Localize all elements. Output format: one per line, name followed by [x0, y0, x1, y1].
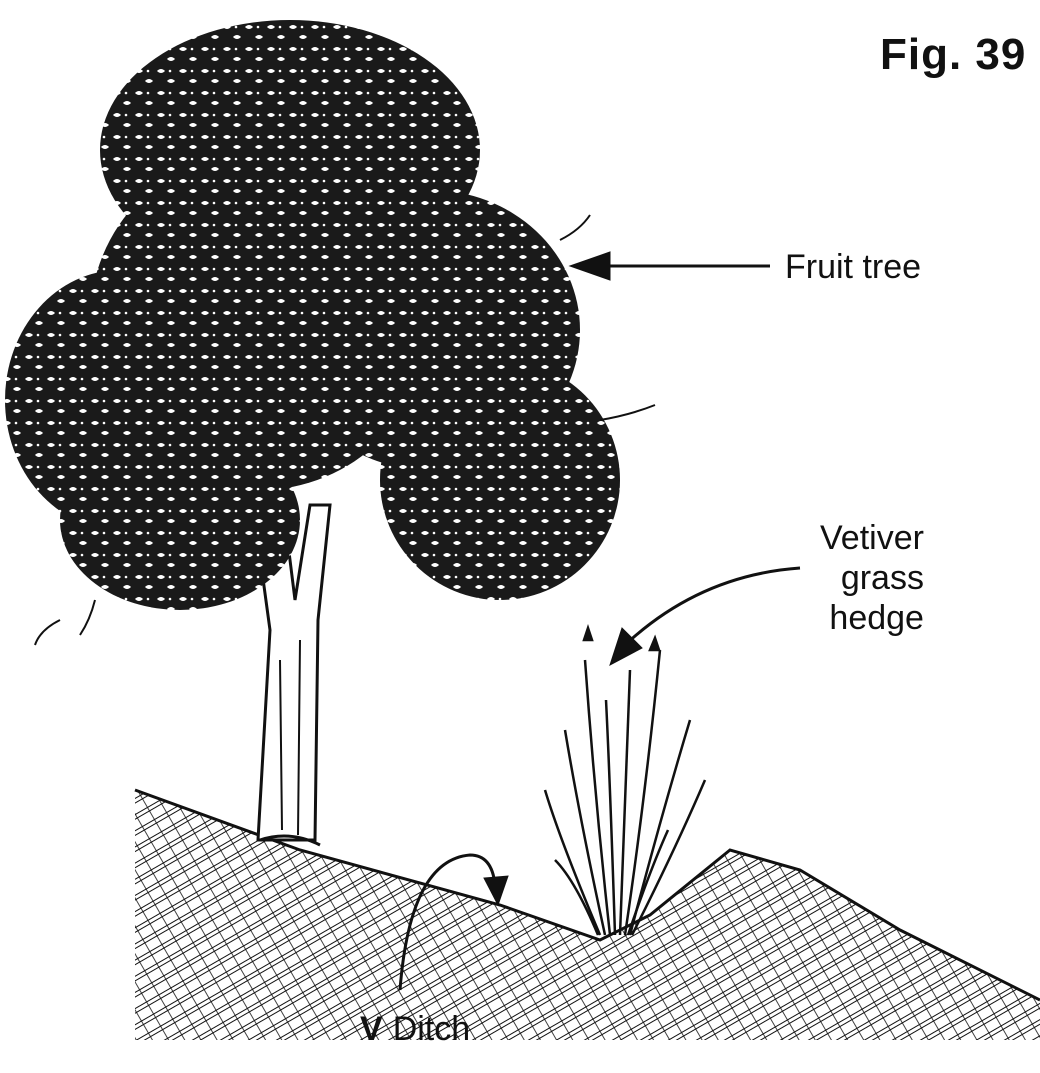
- fruit-tree-label: Fruit tree: [785, 248, 921, 287]
- vetiver-label-line3: hedge: [820, 598, 924, 638]
- ditch-label: V Ditch: [360, 1010, 470, 1049]
- arrow-vetiver: [610, 568, 800, 665]
- ditch-text: Ditch: [393, 1010, 470, 1048]
- figure-title: Fig. 39: [880, 30, 1026, 80]
- ditch-v-letter: V: [360, 1010, 383, 1048]
- vetiver-label-line1: Vetiver: [820, 518, 924, 558]
- vetiver-label-line2: grass: [820, 558, 924, 598]
- tree-canopy: [5, 20, 655, 645]
- vetiver-label: Vetiver grass hedge: [820, 518, 924, 638]
- arrow-fruit-tree: [570, 252, 770, 280]
